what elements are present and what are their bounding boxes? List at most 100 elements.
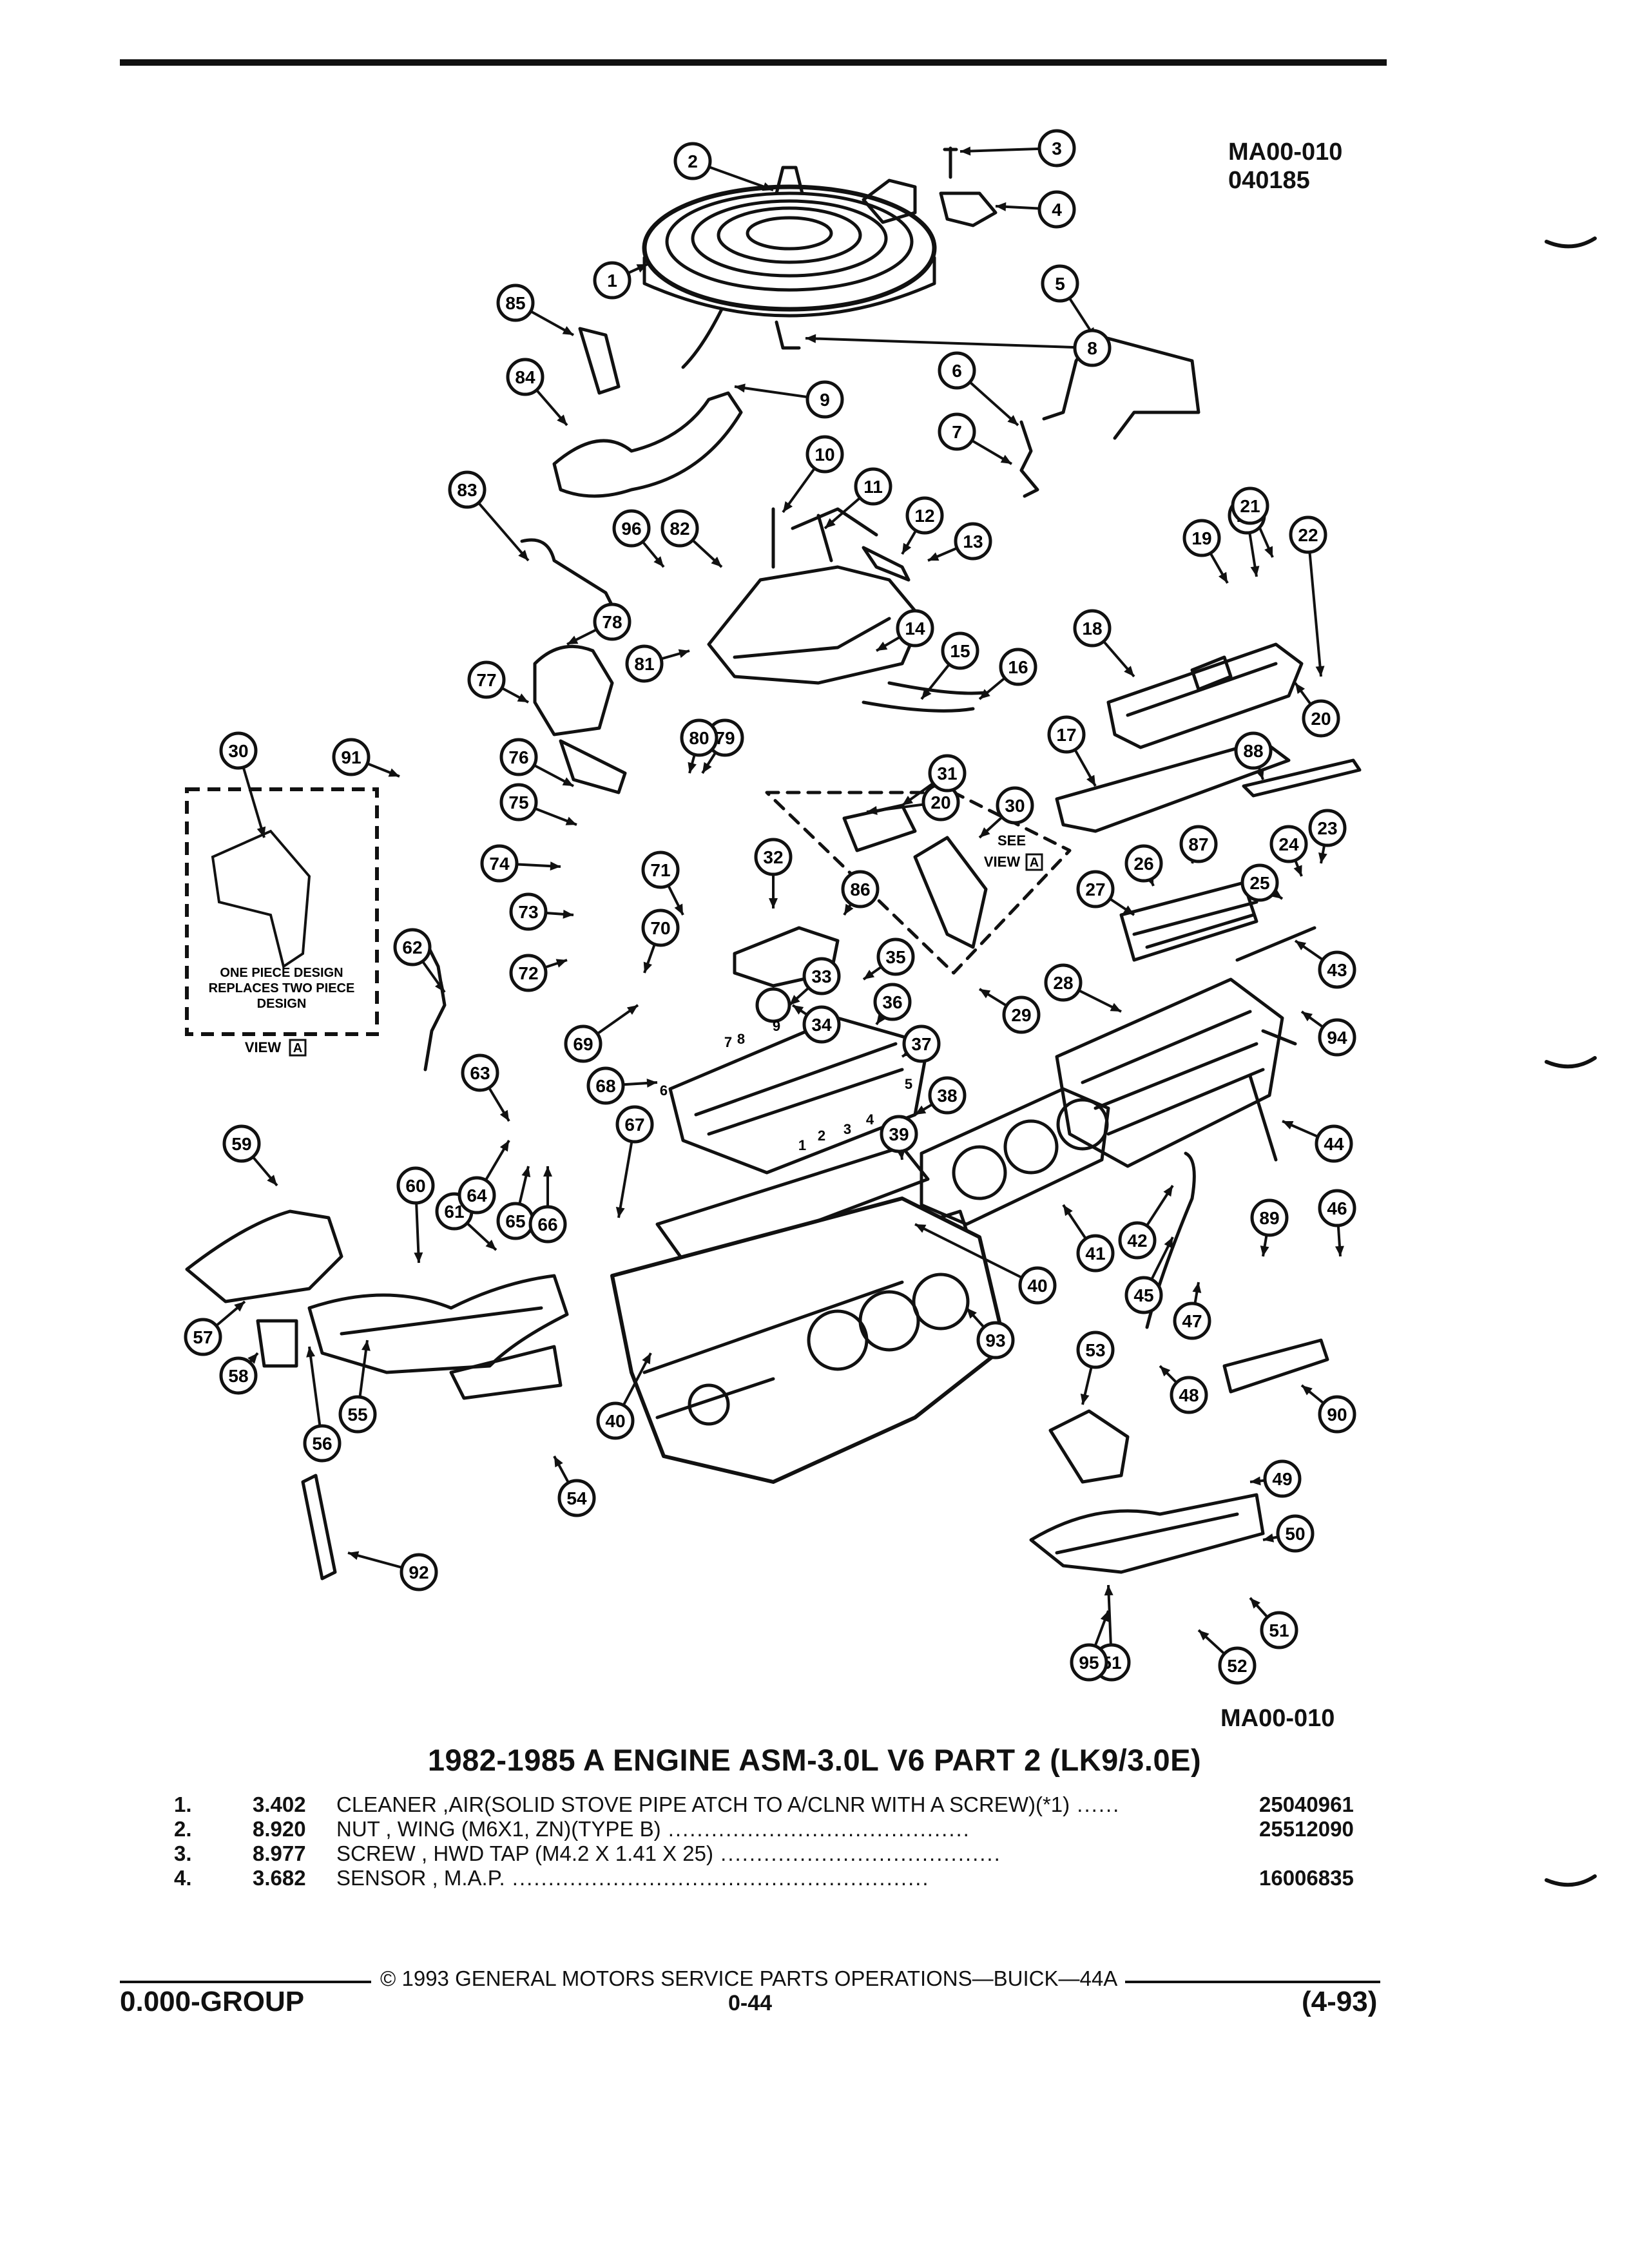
view-a-inset: ONE PIECE DESIGN REPLACES TWO PIECE DESI… xyxy=(185,787,379,1057)
callout-number: 91 xyxy=(332,738,371,776)
callout-arrowhead xyxy=(902,796,914,805)
rocker-arms-drawing xyxy=(1119,881,1258,962)
callout-arrowhead xyxy=(1192,1282,1202,1293)
svg-text:27: 27 xyxy=(1085,879,1105,899)
group-label: 0.000-GROUP xyxy=(120,1986,305,2017)
part-item-number: 1. xyxy=(174,1792,192,1816)
svg-text:71: 71 xyxy=(650,860,670,880)
callout-arrowhead xyxy=(555,959,567,968)
callout-number: 40 xyxy=(1018,1266,1057,1305)
callout-arrowhead xyxy=(234,1302,245,1312)
right-exhaust-manifold-drawing xyxy=(1029,1493,1265,1574)
svg-text:41: 41 xyxy=(1085,1244,1105,1264)
heat-shield-drawing xyxy=(301,1474,337,1581)
callout-number: 10 xyxy=(805,435,844,474)
callout-number: 78 xyxy=(593,602,631,641)
callout-arrowhead xyxy=(805,334,816,343)
view-a-label: VIEW xyxy=(245,1039,281,1055)
callout-number: 14 xyxy=(896,609,934,648)
svg-text:36: 36 xyxy=(882,992,902,1012)
svg-text:95: 95 xyxy=(1079,1653,1099,1673)
manifold-port-number: 1 xyxy=(798,1137,806,1153)
svg-text:43: 43 xyxy=(1327,960,1347,980)
callout-arrowhead xyxy=(557,414,567,425)
callout-arrowhead xyxy=(915,1224,927,1233)
callout-arrowhead xyxy=(1302,1012,1313,1022)
callout-number: 82 xyxy=(660,509,699,548)
callout-arrowhead xyxy=(1250,1476,1261,1486)
svg-text:13: 13 xyxy=(963,532,983,552)
svg-text:76: 76 xyxy=(508,747,528,767)
svg-text:35: 35 xyxy=(885,947,905,967)
callout-arrowhead xyxy=(769,898,778,908)
callout-number: 69 xyxy=(564,1024,602,1063)
svg-text:60: 60 xyxy=(405,1176,425,1196)
svg-text:68: 68 xyxy=(595,1076,615,1096)
parts-list-row: 2. 8.920 NUT , WING (M6X1, ZN)(TYPE B) .… xyxy=(0,1817,1629,1841)
callout-arrowhead xyxy=(518,550,528,561)
manifold-port-number: 6 xyxy=(660,1082,668,1099)
callout-number: 32 xyxy=(754,838,793,876)
svg-text:50: 50 xyxy=(1285,1524,1305,1544)
page-number: 0-44 xyxy=(728,1991,773,2015)
svg-text:88: 88 xyxy=(1243,741,1263,761)
oxygen-sensor-drawing xyxy=(423,939,447,1072)
svg-text:65: 65 xyxy=(505,1211,525,1231)
callout-arrowhead xyxy=(562,777,574,786)
svg-text:29: 29 xyxy=(1011,1005,1031,1025)
svg-text:59: 59 xyxy=(231,1134,251,1154)
callout-arrowhead xyxy=(1264,546,1273,557)
callout-number: 16 xyxy=(999,648,1037,686)
callout-number: 4 xyxy=(1037,190,1076,229)
callout-arrowhead xyxy=(1302,1385,1313,1396)
bracket-dashed-outline xyxy=(765,791,1072,975)
callout-arrowhead xyxy=(1318,852,1327,863)
callout-arrowhead xyxy=(485,1240,496,1250)
figure-reference-bottom: MA00-010 xyxy=(1220,1705,1335,1732)
callout-number: 19 xyxy=(1182,519,1221,557)
callout-arrowhead xyxy=(844,903,854,915)
callout-number: 68 xyxy=(586,1066,625,1105)
part-item-number: 3. xyxy=(174,1841,192,1865)
svg-text:86: 86 xyxy=(850,879,870,899)
callout-number: 49 xyxy=(1263,1459,1302,1498)
part-description: NUT , WING (M6X1, ZN)(TYPE B) ..........… xyxy=(336,1817,970,1841)
callout-number: 56 xyxy=(303,1424,342,1463)
callout-number: 20 xyxy=(1302,699,1340,738)
part-number: 16006835 xyxy=(1259,1866,1354,1890)
screw-drawing xyxy=(943,146,958,179)
valve-cover-gasket-drawing xyxy=(1055,739,1291,833)
part-group-code: 3.402 xyxy=(253,1792,306,1816)
callout-number: 64 xyxy=(458,1176,496,1215)
callout-arrowhead xyxy=(646,1079,657,1088)
callout-arrowhead xyxy=(1163,1186,1173,1197)
callout-bubbles: 1234567891011121314151617181920202021222… xyxy=(184,129,1356,1685)
svg-text:81: 81 xyxy=(634,654,654,674)
svg-text:74: 74 xyxy=(489,854,510,874)
svg-text:45: 45 xyxy=(1133,1285,1153,1305)
callout-arrowhead xyxy=(1100,1611,1109,1622)
svg-text:70: 70 xyxy=(650,918,670,938)
callout-arrowhead xyxy=(517,693,528,702)
callout-arrowhead xyxy=(1250,566,1260,577)
svg-text:87: 87 xyxy=(1188,834,1208,854)
map-sensor-drawing xyxy=(939,191,998,227)
copyright-notice: © 1993 GENERAL MOTORS SERVICE PARTS OPER… xyxy=(380,1966,1118,1990)
svg-text:30: 30 xyxy=(1005,796,1025,816)
callout-arrowhead xyxy=(550,861,561,871)
callout-arrowhead xyxy=(1255,768,1264,780)
callout-arrowhead xyxy=(653,556,664,567)
footer-rule-left xyxy=(120,1981,371,1983)
svg-text:2: 2 xyxy=(688,151,698,171)
head-gasket-drawing xyxy=(920,1087,1110,1226)
callout-number: 67 xyxy=(615,1105,654,1144)
svg-text:53: 53 xyxy=(1085,1340,1105,1360)
callout-arrowhead xyxy=(876,641,888,651)
callout-number: 50 xyxy=(1276,1514,1315,1553)
svg-text:67: 67 xyxy=(624,1115,644,1135)
svg-text:10: 10 xyxy=(815,445,834,465)
callout-arrowhead xyxy=(789,995,800,1005)
callout-number: 47 xyxy=(1173,1302,1211,1340)
svg-text:91: 91 xyxy=(341,747,361,767)
parts-list-row: 1. 3.402 CLEANER ,AIR(SOLID STOVE PIPE A… xyxy=(0,1792,1629,1817)
